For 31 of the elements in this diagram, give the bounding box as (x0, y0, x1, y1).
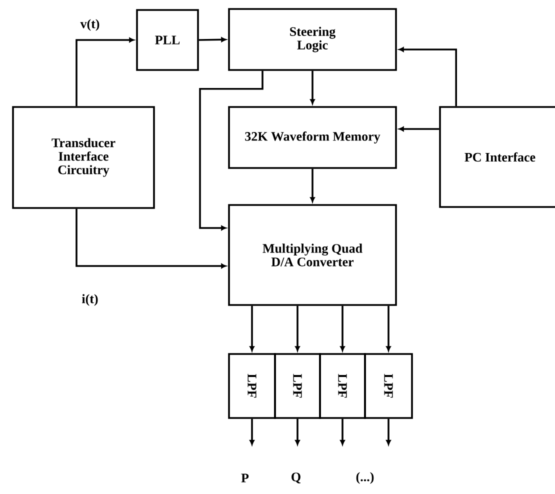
arrow (250, 306, 254, 352)
block-box: PLL (136, 9, 199, 71)
output-label: (...) (356, 472, 374, 484)
filter-box: LPF (274, 353, 321, 419)
block-box: 32K Waveform Memory (228, 106, 397, 169)
block-box: Transducer Interface Circuitry (12, 106, 155, 209)
arrow (398, 126, 440, 132)
arrow (295, 306, 300, 352)
arrow (386, 418, 391, 446)
block-box: Steering Logic (228, 8, 397, 71)
arrow (386, 306, 391, 352)
filter-box: LPF (228, 353, 276, 419)
arrow (198, 37, 226, 42)
arrow (250, 418, 254, 446)
arrow (295, 418, 300, 446)
arrow (199, 70, 264, 230)
arrow (76, 208, 226, 268)
arrow (340, 418, 345, 446)
filter-box: LPF (364, 353, 413, 419)
signal-label: v(t) (80, 19, 100, 31)
filter-box: LPF (319, 353, 366, 419)
arrow (310, 70, 315, 104)
arrow (398, 47, 457, 106)
arrow (310, 168, 315, 202)
output-label: P (241, 474, 249, 482)
signal-label: i(t) (82, 294, 98, 306)
block-box: Multiplying Quad D/A Converter (228, 204, 397, 306)
arrow (76, 38, 134, 106)
block-box: PC Interface (439, 106, 555, 208)
arrow (340, 306, 345, 352)
output-label: Q (292, 472, 300, 484)
